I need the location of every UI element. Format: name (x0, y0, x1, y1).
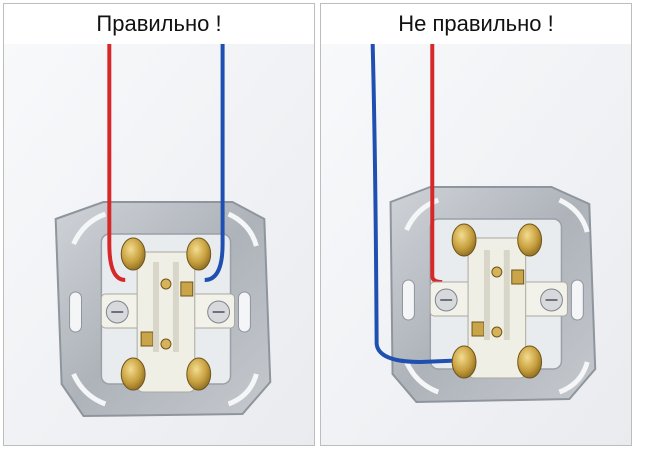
panel-incorrect: Не правильно ! (320, 3, 632, 446)
socket-photo-incorrect (321, 44, 631, 445)
socket-mechanism-image (321, 44, 631, 445)
caption-incorrect: Не правильно ! (321, 4, 631, 44)
blue-wire (370, 44, 471, 365)
blue-wire (204, 44, 225, 282)
socket-mechanism-image (4, 44, 314, 445)
red-wire (107, 44, 126, 282)
socket-photo-correct (4, 44, 314, 445)
caption-correct: Правильно ! (4, 4, 314, 44)
terminals (120, 237, 212, 391)
terminals (451, 223, 543, 379)
panel-correct: Правильно ! (3, 3, 315, 446)
